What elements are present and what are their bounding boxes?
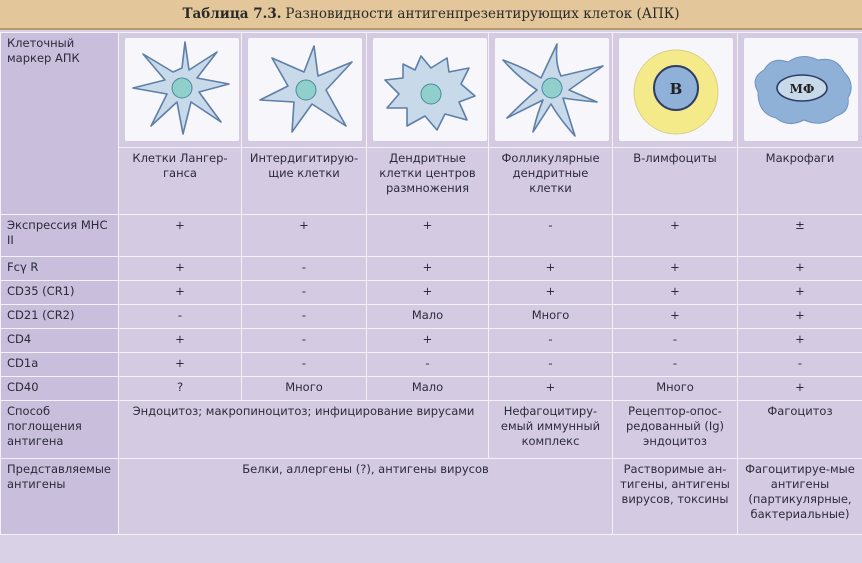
table-cell: - — [366, 352, 489, 377]
table-cell: - — [488, 214, 613, 257]
table-cell: + — [612, 256, 738, 281]
table-cell: - — [118, 304, 242, 329]
table-cell: + — [241, 214, 367, 257]
cell-name-follicular-dendritic: Фолликулярные дендритные клетки — [488, 147, 613, 215]
cell-name-macrophages: Макрофаги — [737, 147, 862, 215]
cell-name-b-lymphocytes: В-лимфоциты — [612, 147, 738, 215]
marker-header-label: Клеточный маркер АПК — [7, 36, 80, 65]
interdigitating-cell-icon — [248, 38, 362, 141]
cell-image-interdigitating — [241, 32, 367, 148]
table-row: Экспрессия МНС II + + + - + ± — [0, 214, 862, 257]
cell-name-langerhans: Клетки Лангер-ганса — [118, 147, 242, 215]
apc-table: Клеточный маркер АПК — [0, 32, 862, 535]
row-label: CD1a — [0, 352, 119, 377]
table-row: CD1a + - - - - - — [0, 352, 862, 377]
row-label: Экспрессия МНС II — [0, 214, 119, 257]
table-cell: + — [488, 376, 613, 401]
uptake-macrophages: Фагоцитоз — [737, 400, 862, 459]
table-cell: + — [737, 304, 862, 329]
table-cell: Много — [241, 376, 367, 401]
row-label: CD40 — [0, 376, 119, 401]
table-cell: - — [241, 328, 367, 353]
table-cell: - — [488, 328, 613, 353]
table-cell: - — [612, 328, 738, 353]
table-cell: + — [737, 328, 862, 353]
cell-image-macrophage: МФ — [737, 32, 862, 148]
cell-image-b-lymphocyte: B — [612, 32, 738, 148]
table-cell: ± — [737, 214, 862, 257]
table-title: Таблица 7.3. Разновидности антигенпрезен… — [0, 0, 862, 30]
table-cell: + — [118, 214, 242, 257]
table-cell: ? — [118, 376, 242, 401]
b-lymphocyte-icon: B — [619, 38, 733, 141]
follicular-dendritic-cell-icon — [495, 38, 609, 141]
table-cell: + — [366, 328, 489, 353]
table-cell: - — [488, 352, 613, 377]
germinal-dendritic-cell-icon — [373, 38, 487, 141]
antigens-row: Представляемые антигены Белки, аллергены… — [0, 458, 862, 535]
row-label: CD21 (CR2) — [0, 304, 119, 329]
row-label: CD4 — [0, 328, 119, 353]
table-cell: + — [366, 214, 489, 257]
b-cell-badge: B — [670, 80, 683, 98]
uptake-row: Способ поглощения антигена Эндоцитоз; ма… — [0, 400, 862, 459]
table-row: CD4 + - + - - + — [0, 328, 862, 353]
table-cell: Много — [612, 376, 738, 401]
table-cell: + — [612, 214, 738, 257]
table-cell: + — [612, 304, 738, 329]
macrophage-badge: МФ — [790, 82, 815, 96]
table-cell: + — [488, 280, 613, 305]
table-row: CD35 (CR1) + - + + + + — [0, 280, 862, 305]
antigens-macrophages: Фагоцитируе-мые антигены (партикулярные,… — [737, 458, 862, 535]
antigens-label: Представляемые антигены — [0, 458, 119, 535]
table-cell: + — [118, 352, 242, 377]
marker-header: Клеточный маркер АПК — [0, 32, 119, 215]
table-cell: Мало — [366, 304, 489, 329]
table-title-text: Разновидности антигенпрезентирующих клет… — [285, 6, 680, 22]
uptake-b-cells: Рецептор-опос-редованный (Ig) эндоцитоз — [612, 400, 738, 459]
table-cell: Мало — [366, 376, 489, 401]
table-cell: + — [118, 328, 242, 353]
table-row: CD21 (CR2) - - Мало Много + + — [0, 304, 862, 329]
uptake-shared: Эндоцитоз; макропиноцитоз; инфицирование… — [118, 400, 489, 459]
uptake-follicular: Нефагоцитиру-емый иммунный комплекс — [488, 400, 613, 459]
table-cell: - — [241, 304, 367, 329]
table-cell: - — [612, 352, 738, 377]
langerhans-cell-icon — [125, 38, 239, 141]
table-cell: + — [737, 376, 862, 401]
table-row: CD40 ? Много Мало + Много + — [0, 376, 862, 401]
table-cell: + — [118, 256, 242, 281]
antigens-shared: Белки, аллергены (?), антигены вирусов — [118, 458, 613, 535]
table-cell: + — [366, 280, 489, 305]
row-label: CD35 (CR1) — [0, 280, 119, 305]
cell-image-langerhans — [118, 32, 242, 148]
cell-name-germinal-dendritic: Дендритные клетки центров размножения — [366, 147, 489, 215]
cell-image-follicular-dendritic — [488, 32, 613, 148]
row-label: Fcγ R — [0, 256, 119, 281]
table-cell: + — [612, 280, 738, 305]
cell-names-row: Клетки Лангер-ганса Интердигитирую-щие к… — [1, 147, 862, 215]
table-number: Таблица 7.3. — [182, 6, 282, 22]
table-cell: + — [737, 280, 862, 305]
table-row: Fcγ R + - + + + + — [0, 256, 862, 281]
table-cell: + — [488, 256, 613, 281]
table-cell: + — [737, 256, 862, 281]
cell-image-germinal-dendritic — [366, 32, 489, 148]
cell-name-interdigitating: Интердигитирую-щие клетки — [241, 147, 367, 215]
uptake-label: Способ поглощения антигена — [0, 400, 119, 459]
macrophage-icon: МФ — [744, 38, 858, 141]
table-cell: + — [118, 280, 242, 305]
table-cell: - — [241, 352, 367, 377]
antigens-b-cells: Растворимые ан-тигены, антигены вирусов,… — [612, 458, 738, 535]
table-cell: - — [737, 352, 862, 377]
table-cell: Много — [488, 304, 613, 329]
table-cell: - — [241, 256, 367, 281]
table-cell: + — [366, 256, 489, 281]
cell-images-row: Клеточный маркер АПК — [0, 32, 862, 215]
table-cell: - — [241, 280, 367, 305]
